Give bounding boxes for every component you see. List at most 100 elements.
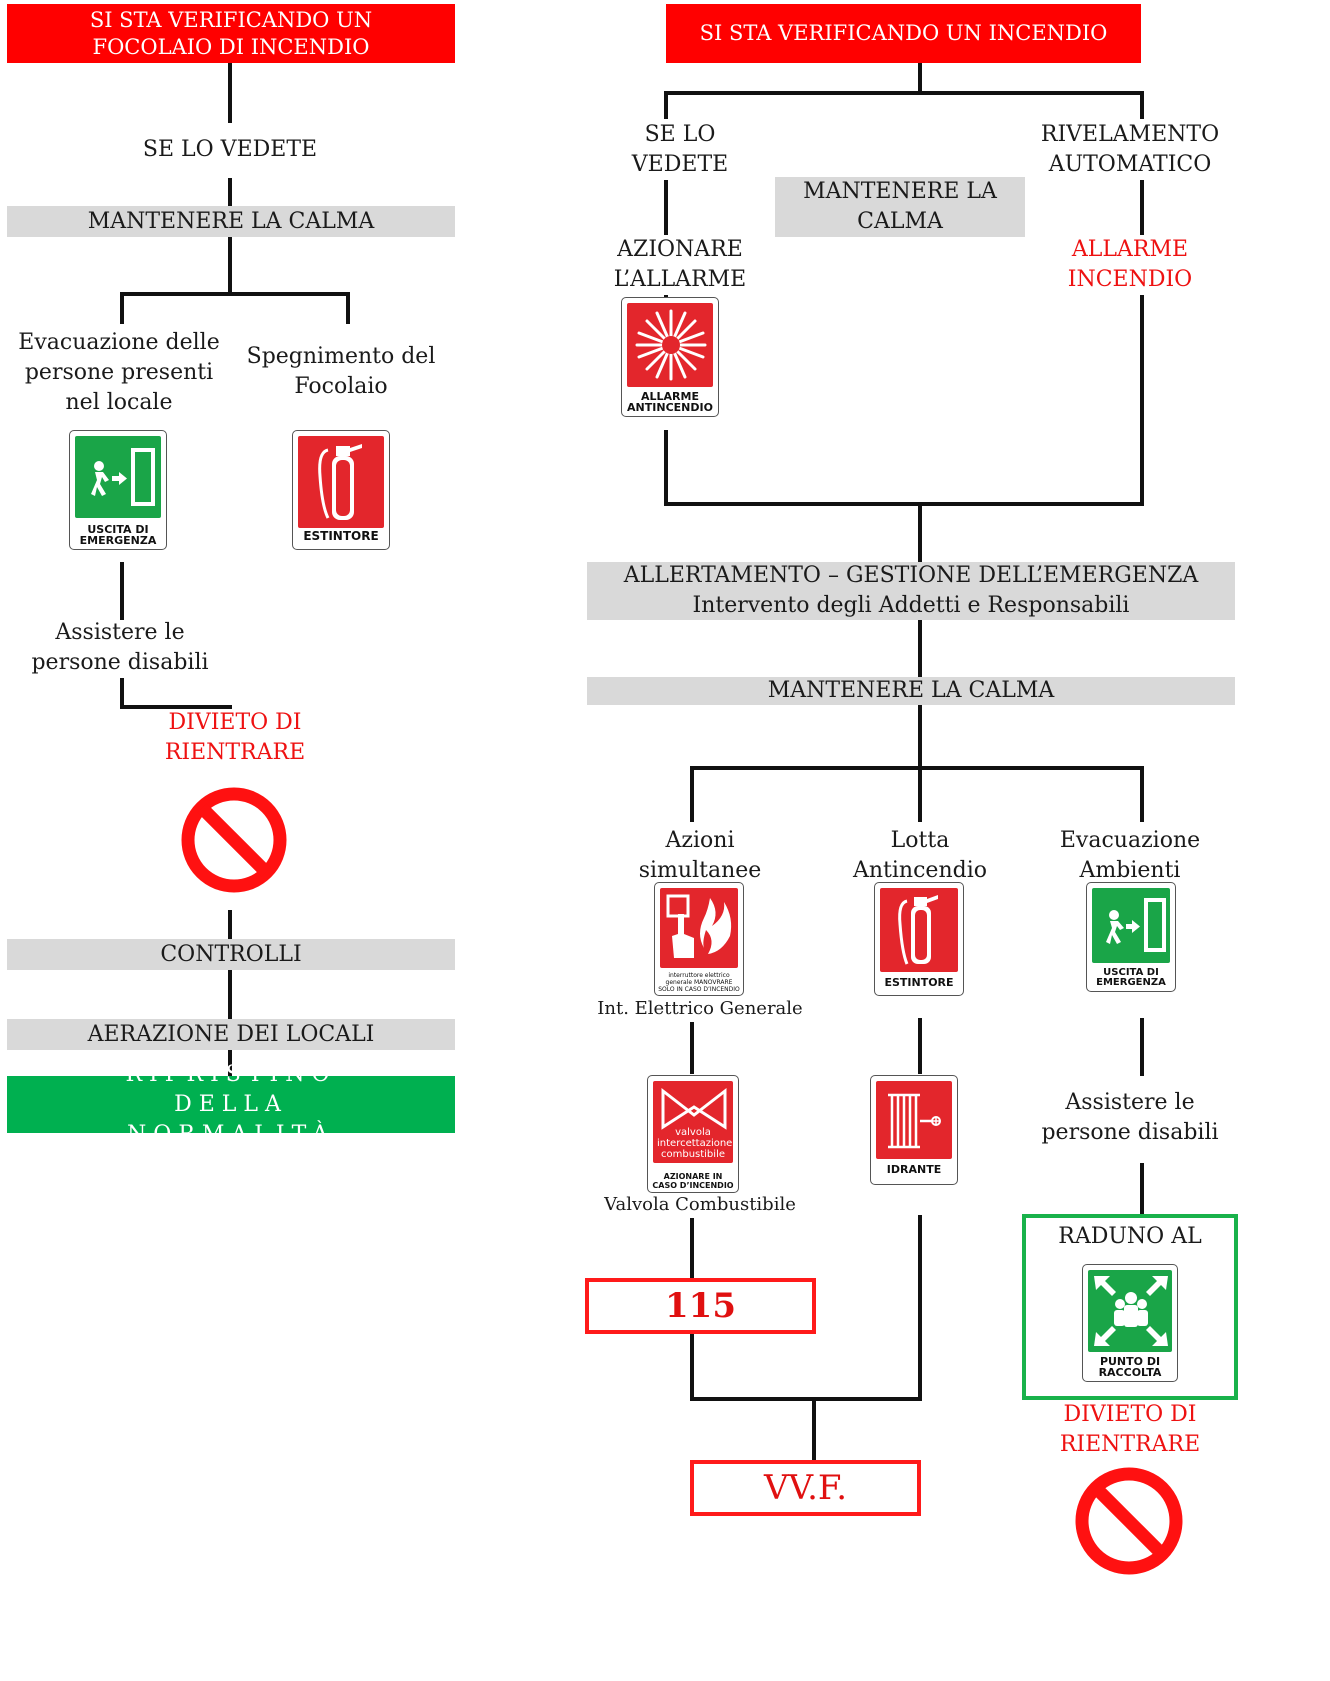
fuel-valve-sign-caption: AZIONARE IN CASO D’INCENDIO — [652, 1172, 734, 1190]
right-if-seen-label: SE LO VEDETE — [610, 120, 750, 180]
right-alert-bar: ALLERTAMENTO – GESTIONE DELL’EMERGENZA I… — [587, 562, 1235, 620]
left-assist-text: Assistere le persone disabili — [31, 620, 209, 675]
left-evacuation-text: Evacuazione delle persone presenti nel l… — [18, 330, 220, 415]
extinguisher-graphic — [898, 895, 938, 965]
right-keep-calm-box-text: MANTENERE LA CALMA — [803, 179, 997, 234]
left-if-seen: SE LO VEDETE — [60, 134, 400, 166]
right-activate-alarm-text: AZIONARE L’ALLARME — [613, 237, 747, 292]
right-firefighting-text: Lotta Antincendio — [853, 828, 987, 883]
connector — [690, 1218, 694, 1278]
emergency-number-box: 115 — [585, 1278, 816, 1334]
connector — [228, 178, 232, 206]
connector — [918, 1018, 922, 1074]
extinguisher-sign-caption: ESTINTORE — [884, 976, 954, 989]
connector — [120, 705, 232, 709]
gathering-text: RADUNO AL — [1058, 1224, 1202, 1249]
connector — [664, 180, 668, 235]
connector — [690, 1397, 922, 1401]
right-alert-title: ALLERTAMENTO – GESTIONE DELL’EMERGENZA — [623, 563, 1199, 588]
exit-sign-icon: USCITA DI EMERGENZA — [69, 430, 167, 550]
connector — [918, 620, 922, 677]
left-ventilation-text: AERAZIONE DEI LOCALI — [87, 1021, 375, 1047]
connector — [812, 1397, 816, 1460]
left-keep-calm-bar: MANTENERE LA CALMA — [7, 206, 455, 237]
right-assist-label: Assistere le persone disabili — [1040, 1088, 1220, 1148]
connector — [664, 430, 668, 505]
left-evacuation-label: Evacuazione delle persone presenti nel l… — [14, 328, 224, 418]
connector — [228, 910, 232, 940]
right-auto-detect-text: RIVELAMENTO AUTOMATICO — [1040, 122, 1220, 177]
emergency-number-text: 115 — [665, 1286, 736, 1326]
connector — [918, 705, 922, 769]
connector — [690, 766, 1144, 770]
right-switch-text: Int. Elettrico Generale — [597, 998, 803, 1019]
assembly-point-graphic — [1094, 1276, 1168, 1346]
left-keep-calm-text: MANTENERE LA CALMA — [87, 208, 375, 234]
right-keep-calm-bar: MANTENERE LA CALMA — [587, 677, 1235, 705]
right-valve-label: Valvola Combustibile — [600, 1192, 800, 1218]
right-keep-calm-box: MANTENERE LA CALMA — [775, 177, 1025, 237]
left-ventilation-bar: AERAZIONE DEI LOCALI — [7, 1019, 455, 1050]
left-extinguish-label: Spegnimento del Focolaio — [246, 342, 436, 402]
left-if-seen-text: SE LO VEDETE — [142, 137, 318, 162]
right-auto-detect-label: RIVELAMENTO AUTOMATICO — [1030, 120, 1230, 180]
right-alert-subtitle: Intervento degli Addetti e Responsabili — [692, 593, 1130, 618]
fuel-valve-sign-icon: valvola intercettazione combustibile AZI… — [647, 1075, 739, 1193]
connector — [120, 292, 124, 324]
fire-alarm-graphic — [635, 309, 707, 381]
connector — [664, 502, 1144, 506]
exit-sign-caption: USCITA DI EMERGENZA — [79, 523, 157, 547]
right-if-seen-text: SE LO VEDETE — [631, 122, 729, 177]
gathering-label: RADUNO AL — [1026, 1220, 1234, 1254]
left-top-banner: SI STA VERIFICANDO UN FOCOLAIO DI INCEND… — [7, 4, 455, 63]
right-assist-text: Assistere le persone disabili — [1041, 1090, 1219, 1145]
left-no-reentry-text: DIVIETO DI RIENTRARE — [164, 710, 306, 765]
fuel-valve-sign-text: valvola intercettazione combustibile — [657, 1127, 733, 1160]
electric-switch-graphic — [666, 894, 732, 958]
connector — [346, 292, 350, 324]
electric-switch-sign-caption: interruttore elettrico generale MANOVRAR… — [658, 972, 740, 993]
right-switch-label: Int. Elettrico Generale — [590, 996, 810, 1022]
hydrant-graphic — [888, 1093, 941, 1149]
left-restore-bar: RIPRISTINO DELLA NORMALITÀ — [7, 1062, 455, 1147]
connector — [120, 292, 350, 296]
right-fire-alarm-text: ALLARME INCENDIO — [1067, 237, 1193, 292]
connector — [690, 1334, 694, 1400]
right-no-reentry-text: DIVIETO DI RIENTRARE — [1059, 1402, 1201, 1457]
connector — [1140, 1163, 1144, 1215]
right-valve-text: Valvola Combustibile — [604, 1194, 796, 1215]
connector — [1140, 180, 1144, 235]
extinguisher-sign-caption: ESTINTORE — [303, 529, 379, 543]
connector — [664, 91, 1144, 95]
right-evacuation-label: Evacuazione Ambienti — [1050, 826, 1210, 886]
right-top-banner: SI STA VERIFICANDO UN INCENDIO — [666, 4, 1141, 63]
exit-sign-icon: USCITA DI EMERGENZA — [1086, 882, 1176, 992]
connector — [1140, 766, 1144, 822]
electric-switch-sign-icon: interruttore elettrico generale MANOVRAR… — [654, 882, 744, 996]
right-firefighting-label: Lotta Antincendio — [840, 826, 1000, 886]
firefighters-box: VV.F. — [690, 1460, 921, 1516]
exit-sign-caption: USCITA DI EMERGENZA — [1096, 967, 1166, 988]
firefighters-text: VV.F. — [763, 1468, 848, 1508]
connector — [918, 1215, 922, 1400]
exit-sign-graphic — [91, 448, 155, 506]
connector — [664, 91, 668, 119]
hydrant-sign-icon: IDRANTE — [870, 1075, 958, 1185]
connector — [918, 766, 922, 822]
connector — [690, 766, 694, 822]
no-entry-icon — [1075, 1467, 1183, 1575]
fire-alarm-sign-icon: ALLARME ANTINCENDIO — [621, 297, 719, 417]
right-no-reentry-label: DIVIETO DI RIENTRARE — [1040, 1400, 1220, 1460]
assembly-point-sign-caption: PUNTO DI RACCOLTA — [1098, 1355, 1162, 1379]
right-activate-alarm-label: AZIONARE L’ALLARME — [590, 235, 770, 295]
connector — [120, 562, 124, 620]
connector — [1140, 1018, 1144, 1076]
extinguisher-sign-icon: ESTINTORE — [874, 882, 964, 996]
connector — [228, 237, 232, 294]
connector — [690, 1022, 694, 1074]
connector — [228, 63, 232, 123]
connector — [120, 678, 124, 708]
right-evacuation-text: Evacuazione Ambienti — [1059, 828, 1201, 883]
connector — [228, 970, 232, 1020]
